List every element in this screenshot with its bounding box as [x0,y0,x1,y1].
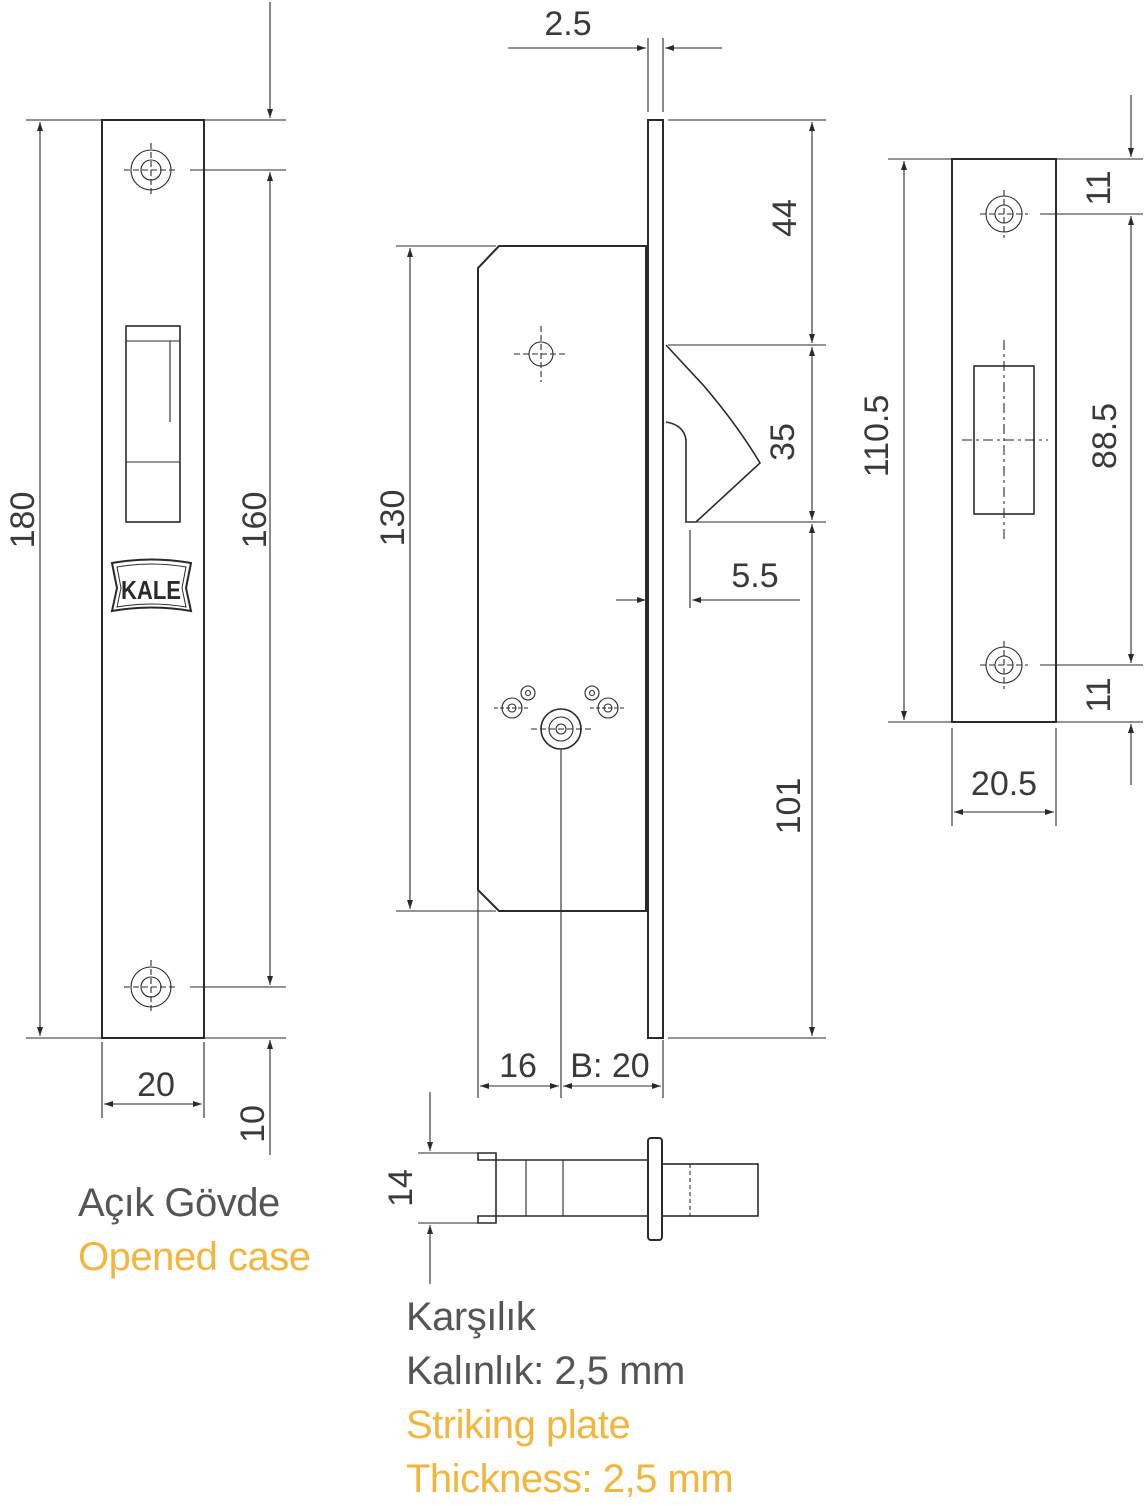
dim-20-5: 20.5 [971,765,1037,803]
caption-opened-case-tr: Açık Gövde [78,1181,280,1225]
striking-plate-caption: Karşılık Kalınlık: 2,5 mm Striking plate… [406,1290,734,1506]
kale-logo: KALE [110,558,193,613]
dim-180: 180 [4,492,42,549]
screw-hole-icon [124,960,178,1014]
screw-hole-icon [124,143,178,197]
strike-opening [962,340,1048,540]
pin-hole-icon [514,326,568,382]
caption-strike-tr-2: Kalınlık: 2,5 mm [406,1349,685,1393]
dim-110-5: 110.5 [858,395,896,478]
dim-20: 20 [137,1066,175,1104]
caption-strike-en-1: Striking plate [406,1403,631,1447]
dim-10: 10 [234,1105,272,1143]
dim-16: 16 [499,1047,537,1085]
dim-11-top: 11 [1080,170,1118,205]
caption-strike-tr-1: Karşılık [406,1295,536,1339]
spindle-hole-icon [494,685,626,750]
caption-strike-en-2: Thickness: 2,5 mm [406,1457,734,1501]
logo-text: KALE [121,575,181,605]
faceplate-view: KALE 180 160 10 20 [4,2,286,1155]
dim-160: 160 [236,492,274,549]
lock-side-view: 2.5 44 35 101 5.5 130 16 B: 20 [374,5,826,1098]
dim-88-5: 88.5 [1086,403,1124,469]
dim-35: 35 [764,423,802,461]
dim-backset: B: 20 [570,1047,649,1085]
caption-opened-case-en: Opened case [78,1235,311,1279]
bolt-detail-view: 14 [382,1092,759,1284]
dim-14: 14 [382,1169,420,1207]
dim-2-5-thickness: 2.5 [544,5,591,43]
latch-opening [125,325,181,523]
dim-11-bottom: 11 [1080,677,1118,712]
strike-plate-view: 110.5 11 88.5 11 20.5 [858,95,1143,826]
screw-hole-icon [980,190,1028,238]
opened-case-caption: Açık Gövde Opened case [78,1176,311,1284]
screw-hole-icon [980,641,1028,689]
dim-5-5: 5.5 [731,557,778,595]
dim-44: 44 [766,199,804,237]
dim-130: 130 [374,490,412,547]
dim-101: 101 [770,778,808,835]
